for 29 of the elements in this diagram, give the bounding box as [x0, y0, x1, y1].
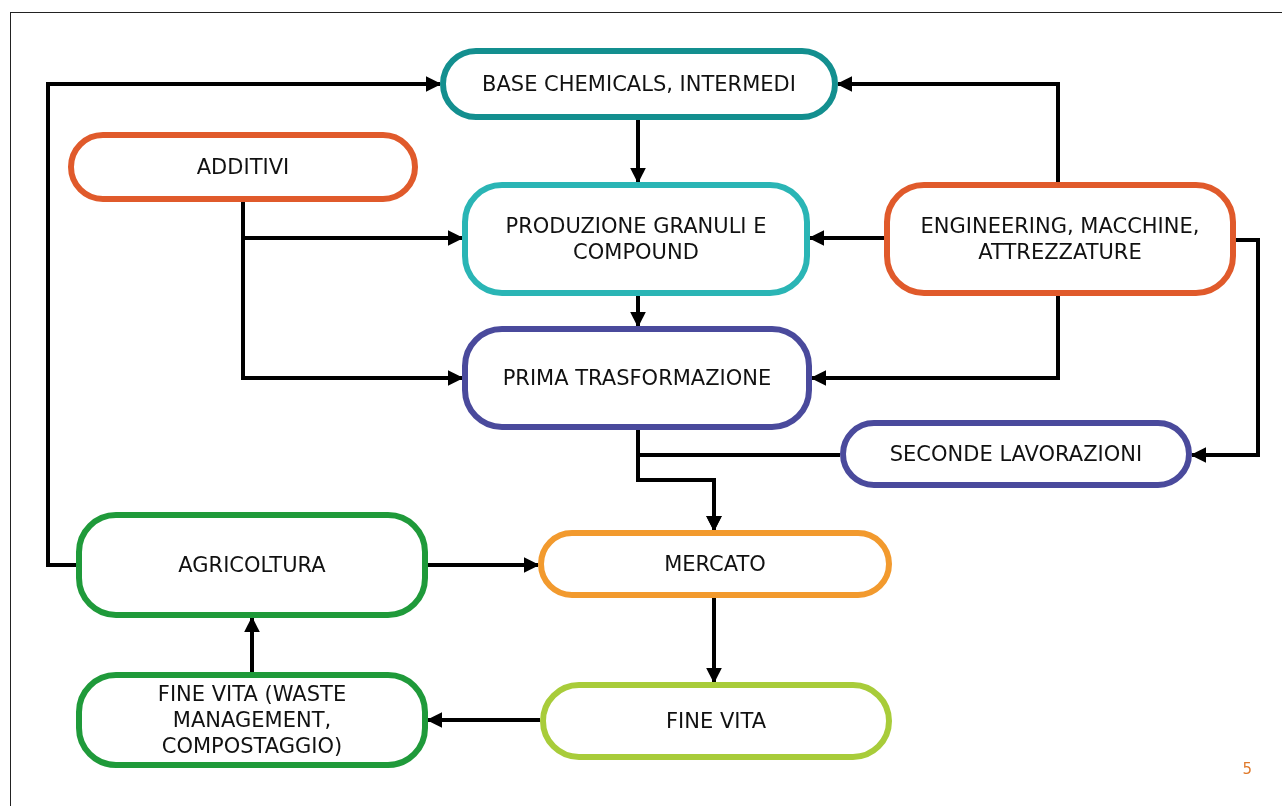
node-label: FINE VITA (WASTE MANAGEMENT, COMPOSTAGGIO) — [156, 680, 348, 760]
arrow — [1190, 238, 1260, 463]
arrow — [810, 296, 1060, 386]
node-label: SECONDE LAVORAZIONI — [889, 440, 1143, 468]
process-pill — [462, 182, 810, 296]
node-label: ENGINEERING, MACCHINE, ATTREZZATURE — [919, 212, 1201, 266]
process-pill — [76, 672, 428, 768]
arrow — [241, 202, 464, 386]
arrow — [426, 712, 540, 728]
node-label: AGRICOLTURA — [178, 551, 326, 579]
node-label: FINE VITA — [665, 707, 767, 735]
arrow — [630, 296, 646, 328]
arrow — [244, 616, 260, 672]
arrow — [630, 120, 646, 184]
arrow — [836, 76, 1060, 182]
arrow — [428, 557, 540, 573]
node-label: PRIMA TRASFORMAZIONE — [502, 364, 772, 392]
page-number: 5 — [1242, 760, 1252, 778]
arrow — [706, 598, 722, 684]
process-pill — [76, 512, 428, 618]
process-pill — [462, 326, 812, 430]
arrow — [46, 76, 442, 567]
node-label: PRODUZIONE GRANULI E COMPOUND — [504, 212, 768, 266]
node-label: ADDITIVI — [196, 153, 290, 181]
arrow — [808, 230, 884, 246]
node-label: BASE CHEMICALS, INTERMEDI — [482, 70, 796, 98]
node-label: MERCATO — [664, 550, 766, 578]
process-pill — [884, 182, 1236, 296]
arrow — [636, 453, 840, 532]
